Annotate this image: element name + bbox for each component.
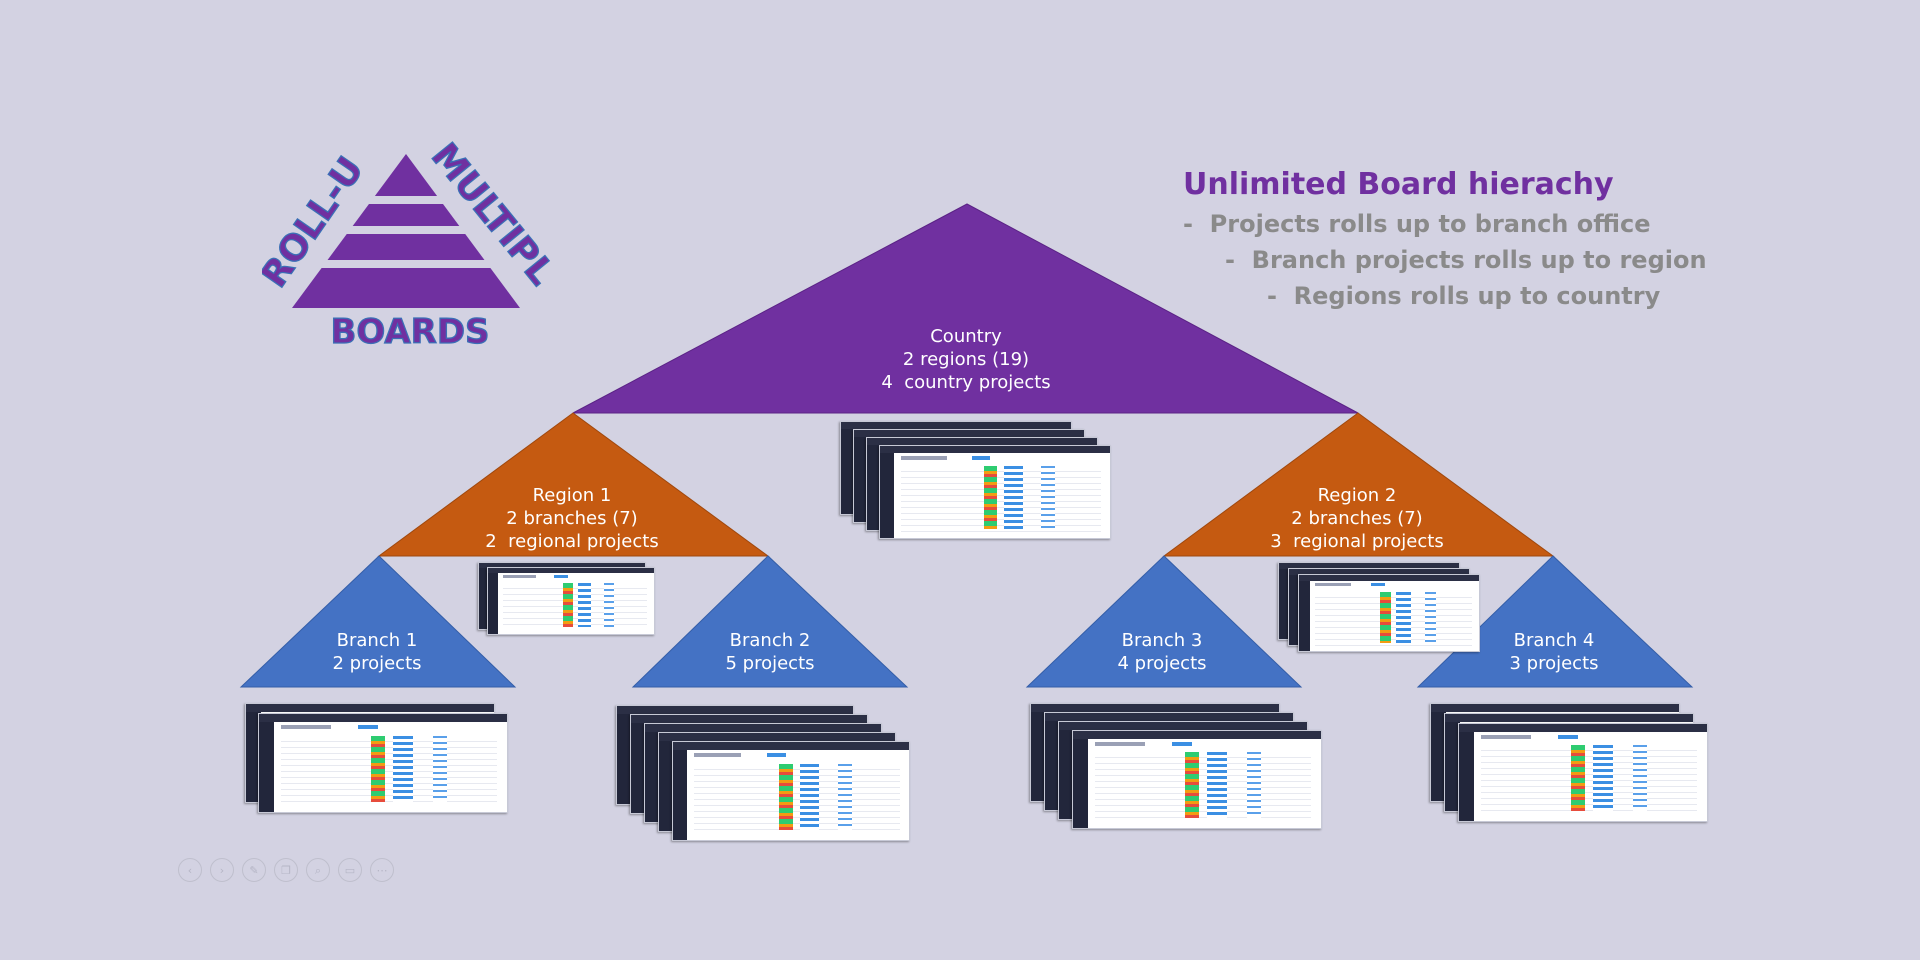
more-icon[interactable]: ⋯: [370, 858, 394, 882]
subtitle-icon[interactable]: ▭: [338, 858, 362, 882]
region-1-label: Region 1 2 branches (7) 2 regional proje…: [422, 484, 722, 553]
bullet-country: - Regions rolls up to country: [1267, 282, 1661, 310]
next-icon[interactable]: ›: [210, 858, 234, 882]
headline-block: Unlimited Board hierachy - Projects roll…: [1183, 164, 1883, 314]
region-2-label: Region 2 2 branches (7) 3 regional proje…: [1207, 484, 1507, 553]
branch-2-title: Branch 2: [729, 630, 811, 651]
region-2-branches: 2 branches (7): [1291, 508, 1423, 529]
slideshow-toolbar: ‹ › ✎ ❐ ⌕ ▭ ⋯: [178, 858, 394, 882]
branch-4-title: Branch 4: [1513, 630, 1595, 651]
country-projects: 4 country projects: [881, 372, 1051, 393]
board-screenshot-thumbnail: [1298, 574, 1480, 652]
board-screenshot-thumbnail: [1072, 730, 1322, 829]
region-1-branches: 2 branches (7): [506, 508, 638, 529]
country-regions: 2 regions (19): [902, 349, 1030, 370]
bullet-region: - Branch projects rolls up to region: [1225, 246, 1707, 274]
branch-1-label: Branch 1 2 projects: [227, 629, 527, 675]
branch-4-projects: 3 projects: [1509, 653, 1599, 674]
pen-icon[interactable]: ✎: [242, 858, 266, 882]
board-screenshot-thumbnail: [879, 445, 1111, 539]
roll-up-multiple-boards-logo: ROLL-UP MULTIPLE BOARDS: [262, 138, 562, 348]
branch-2-projects: 5 projects: [725, 653, 815, 674]
region-1-projects: 2 regional projects: [485, 531, 659, 552]
region-2-projects: 3 regional projects: [1270, 531, 1444, 552]
bullet-branch-office: - Projects rolls up to branch office: [1183, 210, 1651, 238]
zoom-icon[interactable]: ⌕: [306, 858, 330, 882]
prev-icon[interactable]: ‹: [178, 858, 202, 882]
board-screenshot-thumbnail: [487, 567, 655, 635]
copy-icon[interactable]: ❐: [274, 858, 298, 882]
logo-text-boards: BOARDS: [330, 312, 489, 348]
country-label: Country 2 regions (19) 4 country project…: [816, 325, 1116, 394]
region-1-triangle: [377, 412, 770, 557]
branch-4-triangle: [1416, 555, 1694, 688]
branch-3-title: Branch 3: [1121, 630, 1203, 651]
branch-1-triangle: [239, 555, 517, 688]
branch-4-label: Branch 4 3 projects: [1404, 629, 1704, 675]
headline-title: Unlimited Board hierachy: [1183, 167, 1614, 202]
board-screenshot-thumbnail: [258, 713, 508, 813]
board-screenshot-thumbnail: [1458, 723, 1708, 822]
region-2-title: Region 2: [1317, 485, 1397, 506]
branch-3-triangle: [1025, 555, 1303, 688]
country-triangle: [572, 203, 1359, 414]
board-screenshot-thumbnail: [672, 741, 910, 841]
branch-1-projects: 2 projects: [332, 653, 422, 674]
branch-3-label: Branch 3 4 projects: [1012, 629, 1312, 675]
branch-3-projects: 4 projects: [1117, 653, 1207, 674]
branch-2-triangle: [631, 555, 909, 688]
branch-2-label: Branch 2 5 projects: [620, 629, 920, 675]
branch-1-title: Branch 1: [336, 630, 418, 651]
region-2-triangle: [1162, 412, 1555, 557]
country-title: Country: [930, 326, 1002, 347]
region-1-title: Region 1: [532, 485, 612, 506]
